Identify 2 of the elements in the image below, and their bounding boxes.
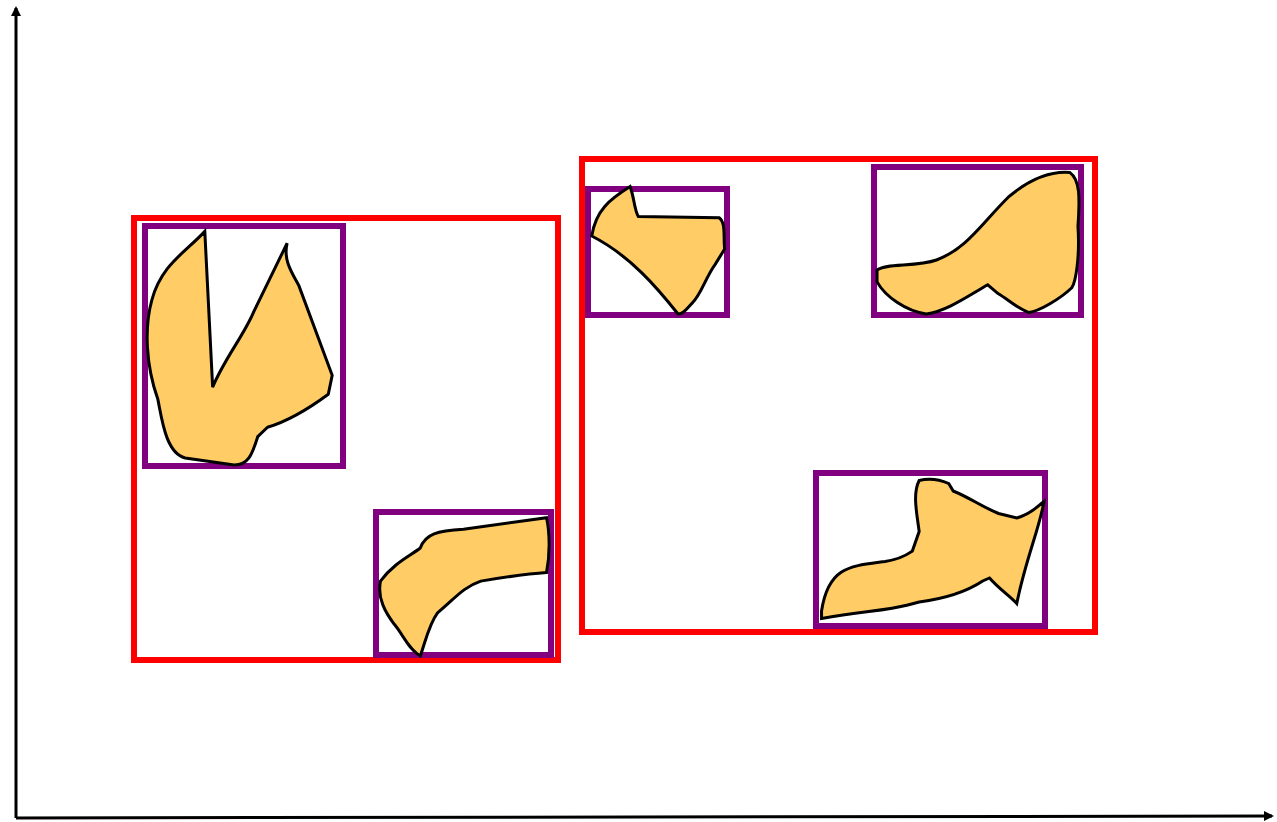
bounding-box — [579, 156, 1098, 635]
bounding-box — [131, 215, 561, 663]
